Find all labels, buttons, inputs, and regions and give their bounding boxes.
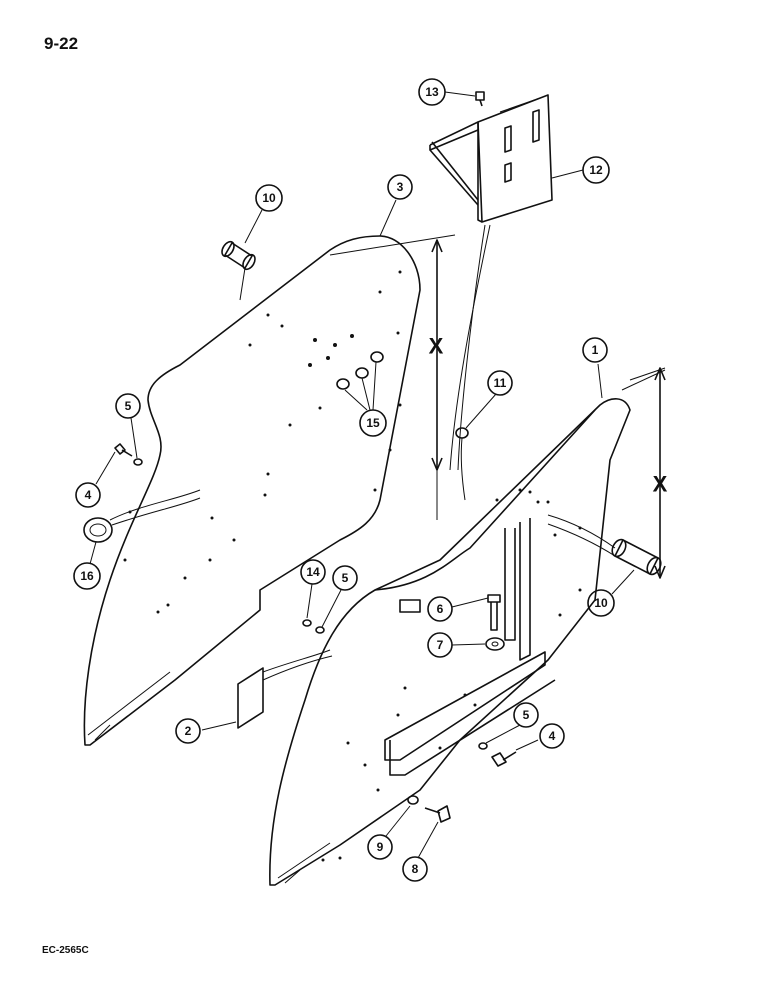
callout-10-lower-label: 10: [594, 596, 608, 610]
page-number: 9-22: [44, 34, 79, 53]
callout-14-label: 14: [306, 565, 320, 579]
document-code: EC-2565C: [42, 945, 89, 956]
bolt-washer-left: [114, 443, 143, 466]
callout-12-label: 12: [589, 163, 603, 177]
screw: [475, 91, 485, 107]
callout-8-label: 8: [412, 862, 419, 876]
callout-5-lower-label: 5: [523, 708, 530, 722]
spacer-upper: [221, 240, 256, 301]
callout-1-label: 1: [592, 343, 599, 357]
callout-2-label: 2: [185, 724, 192, 738]
washer-large: [485, 637, 505, 651]
nut-washer-mid: [302, 619, 325, 634]
callout-15-label: 15: [366, 416, 380, 430]
right-side-panel: [269, 398, 631, 886]
callout-16-label: 16: [80, 569, 94, 583]
callout-9-label: 9: [377, 840, 384, 854]
callout-4-lower-label: 4: [549, 729, 556, 743]
decal: [237, 649, 333, 729]
callout-10-upper-label: 10: [262, 191, 276, 205]
dimension-upper: X: [429, 239, 444, 520]
callout-5-mid-label: 5: [342, 571, 349, 585]
left-side-panel: [83, 235, 421, 746]
washer-bolt-bottom: [407, 795, 451, 823]
grommet: [455, 427, 469, 501]
callout-4-upper-label: 4: [85, 488, 92, 502]
callout-13-label: 13: [425, 85, 439, 99]
callouts: 1 2 3 4 4 5 5 5 6 7: [73, 78, 635, 882]
dimension-label-lower: X: [653, 472, 668, 497]
callout-6-label: 6: [437, 602, 444, 616]
callout-11-label: 11: [494, 376, 507, 390]
bolt-washer-lower: [478, 742, 517, 767]
extension-line: [329, 234, 456, 256]
callout-7-label: 7: [437, 638, 444, 652]
dimension-label-upper: X: [429, 334, 444, 359]
bolt-vertical: [487, 594, 501, 631]
callout-5-left-label: 5: [125, 399, 132, 413]
mounting-bracket: [429, 94, 553, 471]
emblem-decal: [83, 489, 201, 543]
extension-line: [621, 369, 666, 391]
hole-plugs: [336, 351, 384, 390]
callout-3-label: 3: [397, 180, 404, 194]
dimension-lower: X: [629, 367, 668, 579]
spacer-lower: [547, 514, 662, 576]
